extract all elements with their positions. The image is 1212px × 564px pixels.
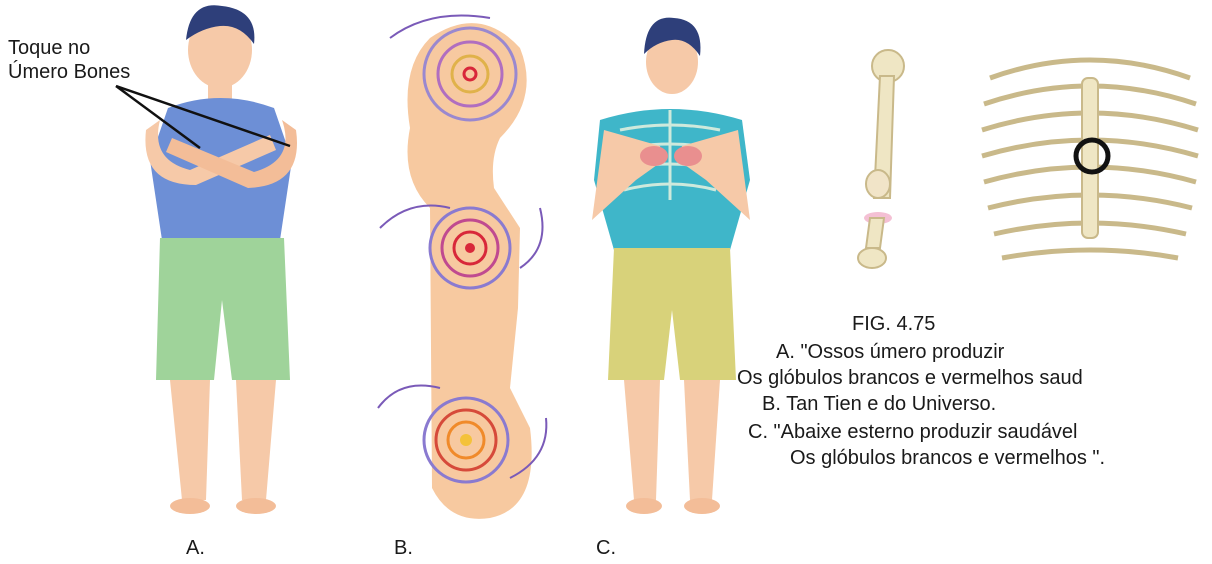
panel-label-b: B.: [394, 536, 413, 560]
caption-line-a2: Os glóbulos brancos e vermelhos saud: [737, 366, 1083, 390]
spiral-abdomen: [424, 398, 508, 482]
leg-c-2: [684, 380, 720, 500]
humerus-bone-illustration: [850, 48, 920, 278]
sternum: [1082, 78, 1098, 238]
leg-c-1: [624, 380, 660, 500]
callout-pointer-lines: [0, 0, 320, 200]
spiral-chest: [430, 208, 510, 288]
figure-c-illustration: [580, 10, 760, 530]
hand-c-1: [640, 146, 668, 166]
caption-line-a1: A. "Ossos úmero produzir: [776, 340, 1004, 364]
caption-line-c2: Os glóbulos brancos e vermelhos ".: [790, 446, 1105, 470]
ribcage-illustration: [970, 48, 1210, 288]
leg-a-2: [236, 380, 276, 500]
shorts-c: [608, 248, 736, 380]
leg-a-1: [170, 380, 210, 500]
caption-title: FIG. 4.75: [852, 312, 935, 336]
shorts-a: [156, 238, 290, 380]
hand-c-2: [674, 146, 702, 166]
figure-b-illustration: [370, 8, 560, 528]
caption-line-c1: C. "Abaixe esterno produzir saudável: [748, 420, 1078, 444]
panel-label-c: C.: [596, 536, 616, 560]
caption-line-b: B. Tan Tien e do Universo.: [762, 392, 996, 416]
panel-label-a: A.: [186, 536, 205, 560]
